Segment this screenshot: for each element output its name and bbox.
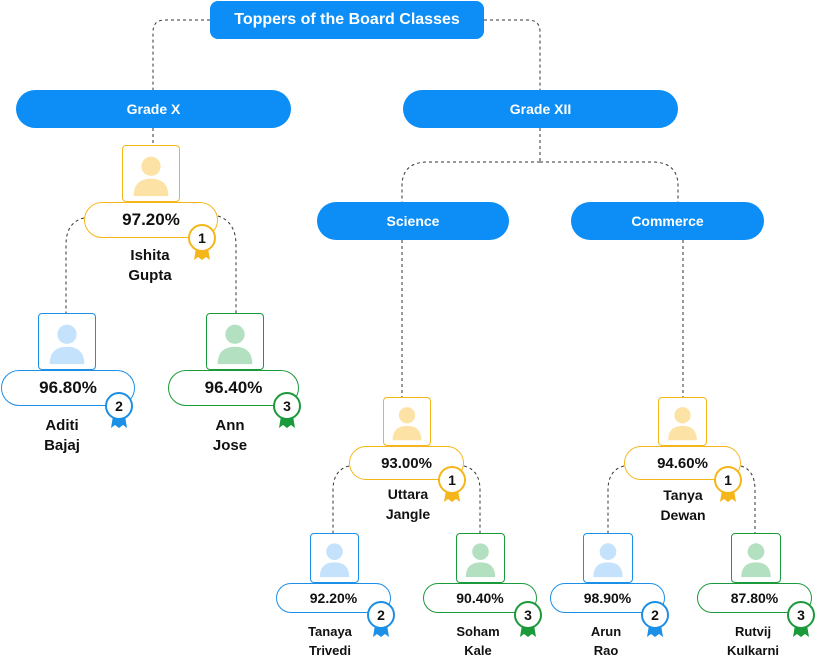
- score-badge: 93.00%: [349, 446, 464, 480]
- rank-ribbon: 2: [640, 600, 670, 638]
- rank-ribbon: 3: [272, 391, 302, 429]
- ribbon-icon: [105, 392, 133, 428]
- ribbon-icon: [787, 601, 815, 637]
- ribbon-icon: [367, 601, 395, 637]
- avatar: [383, 397, 431, 446]
- commerce-stream-heading: Commerce: [571, 202, 764, 240]
- avatar: [456, 533, 505, 583]
- person-icon: [133, 156, 169, 197]
- person-icon: [668, 407, 697, 441]
- score-badge: 94.60%: [624, 446, 741, 480]
- person-icon: [741, 543, 771, 578]
- science-stream-heading: Science: [317, 202, 509, 240]
- rank-ribbon: 3: [513, 600, 543, 638]
- person-icon: [319, 543, 350, 578]
- avatar: [310, 533, 359, 583]
- ribbon-icon: [641, 601, 669, 637]
- person-icon: [49, 324, 85, 365]
- person-icon: [217, 324, 253, 365]
- ribbon-icon: [273, 392, 301, 428]
- grade-x-heading: Grade X: [16, 90, 291, 128]
- avatar: [583, 533, 633, 583]
- page-title: Toppers of the Board Classes: [210, 1, 484, 39]
- rank-ribbon: 2: [366, 600, 396, 638]
- avatar: [122, 145, 180, 202]
- grade-xii-heading: Grade XII: [403, 90, 678, 128]
- avatar: [206, 313, 264, 370]
- rank-ribbon: 1: [713, 465, 743, 503]
- ribbon-icon: [438, 466, 466, 502]
- avatar: [731, 533, 781, 583]
- ribbon-icon: [714, 466, 742, 502]
- ribbon-icon: [188, 224, 216, 260]
- avatar: [38, 313, 96, 370]
- rank-ribbon: 2: [104, 391, 134, 429]
- ribbon-icon: [514, 601, 542, 637]
- rank-ribbon: 1: [437, 465, 467, 503]
- person-icon: [392, 407, 422, 441]
- person-icon: [465, 543, 496, 578]
- person-icon: [593, 543, 623, 578]
- rank-ribbon: 3: [786, 600, 815, 638]
- avatar: [658, 397, 707, 446]
- rank-ribbon: 1: [187, 223, 217, 261]
